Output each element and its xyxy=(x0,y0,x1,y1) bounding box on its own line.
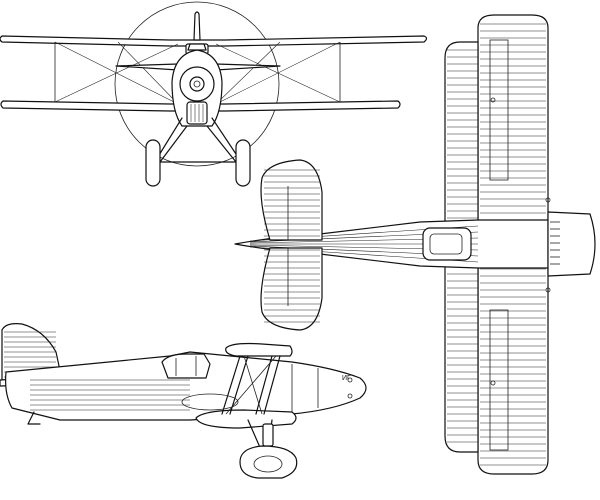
propeller-disc xyxy=(114,1,280,167)
front-spinner xyxy=(189,76,205,92)
front-upper-wing xyxy=(0,35,428,47)
side-view: ИГ xyxy=(0,323,367,479)
front-struts-wires xyxy=(54,41,341,105)
side-lower-wing xyxy=(195,409,297,429)
top-engine-cowl xyxy=(547,211,596,277)
front-view xyxy=(0,1,428,187)
front-cowl-ring xyxy=(179,66,215,102)
top-view xyxy=(234,14,596,475)
side-struts xyxy=(221,355,281,415)
cowl-detail xyxy=(550,221,560,265)
wing-ribs xyxy=(447,23,546,466)
front-windscreen xyxy=(187,43,207,51)
front-fin xyxy=(193,11,201,41)
side-landing-gear xyxy=(239,419,298,479)
aileron-top xyxy=(489,39,509,181)
aileron-bottom xyxy=(489,309,509,451)
side-canopy xyxy=(161,353,211,379)
side-exhaust xyxy=(181,393,239,411)
tail-ribs xyxy=(264,169,320,323)
top-stabilizer-lower xyxy=(260,247,323,331)
fuselage-marking: ИГ xyxy=(342,375,351,382)
side-upper-wing xyxy=(225,342,293,357)
front-radiator xyxy=(186,101,208,125)
side-stringers xyxy=(30,379,190,411)
front-landing-gear xyxy=(145,117,251,187)
top-cockpit xyxy=(422,227,472,261)
side-tail-skid xyxy=(27,411,41,425)
